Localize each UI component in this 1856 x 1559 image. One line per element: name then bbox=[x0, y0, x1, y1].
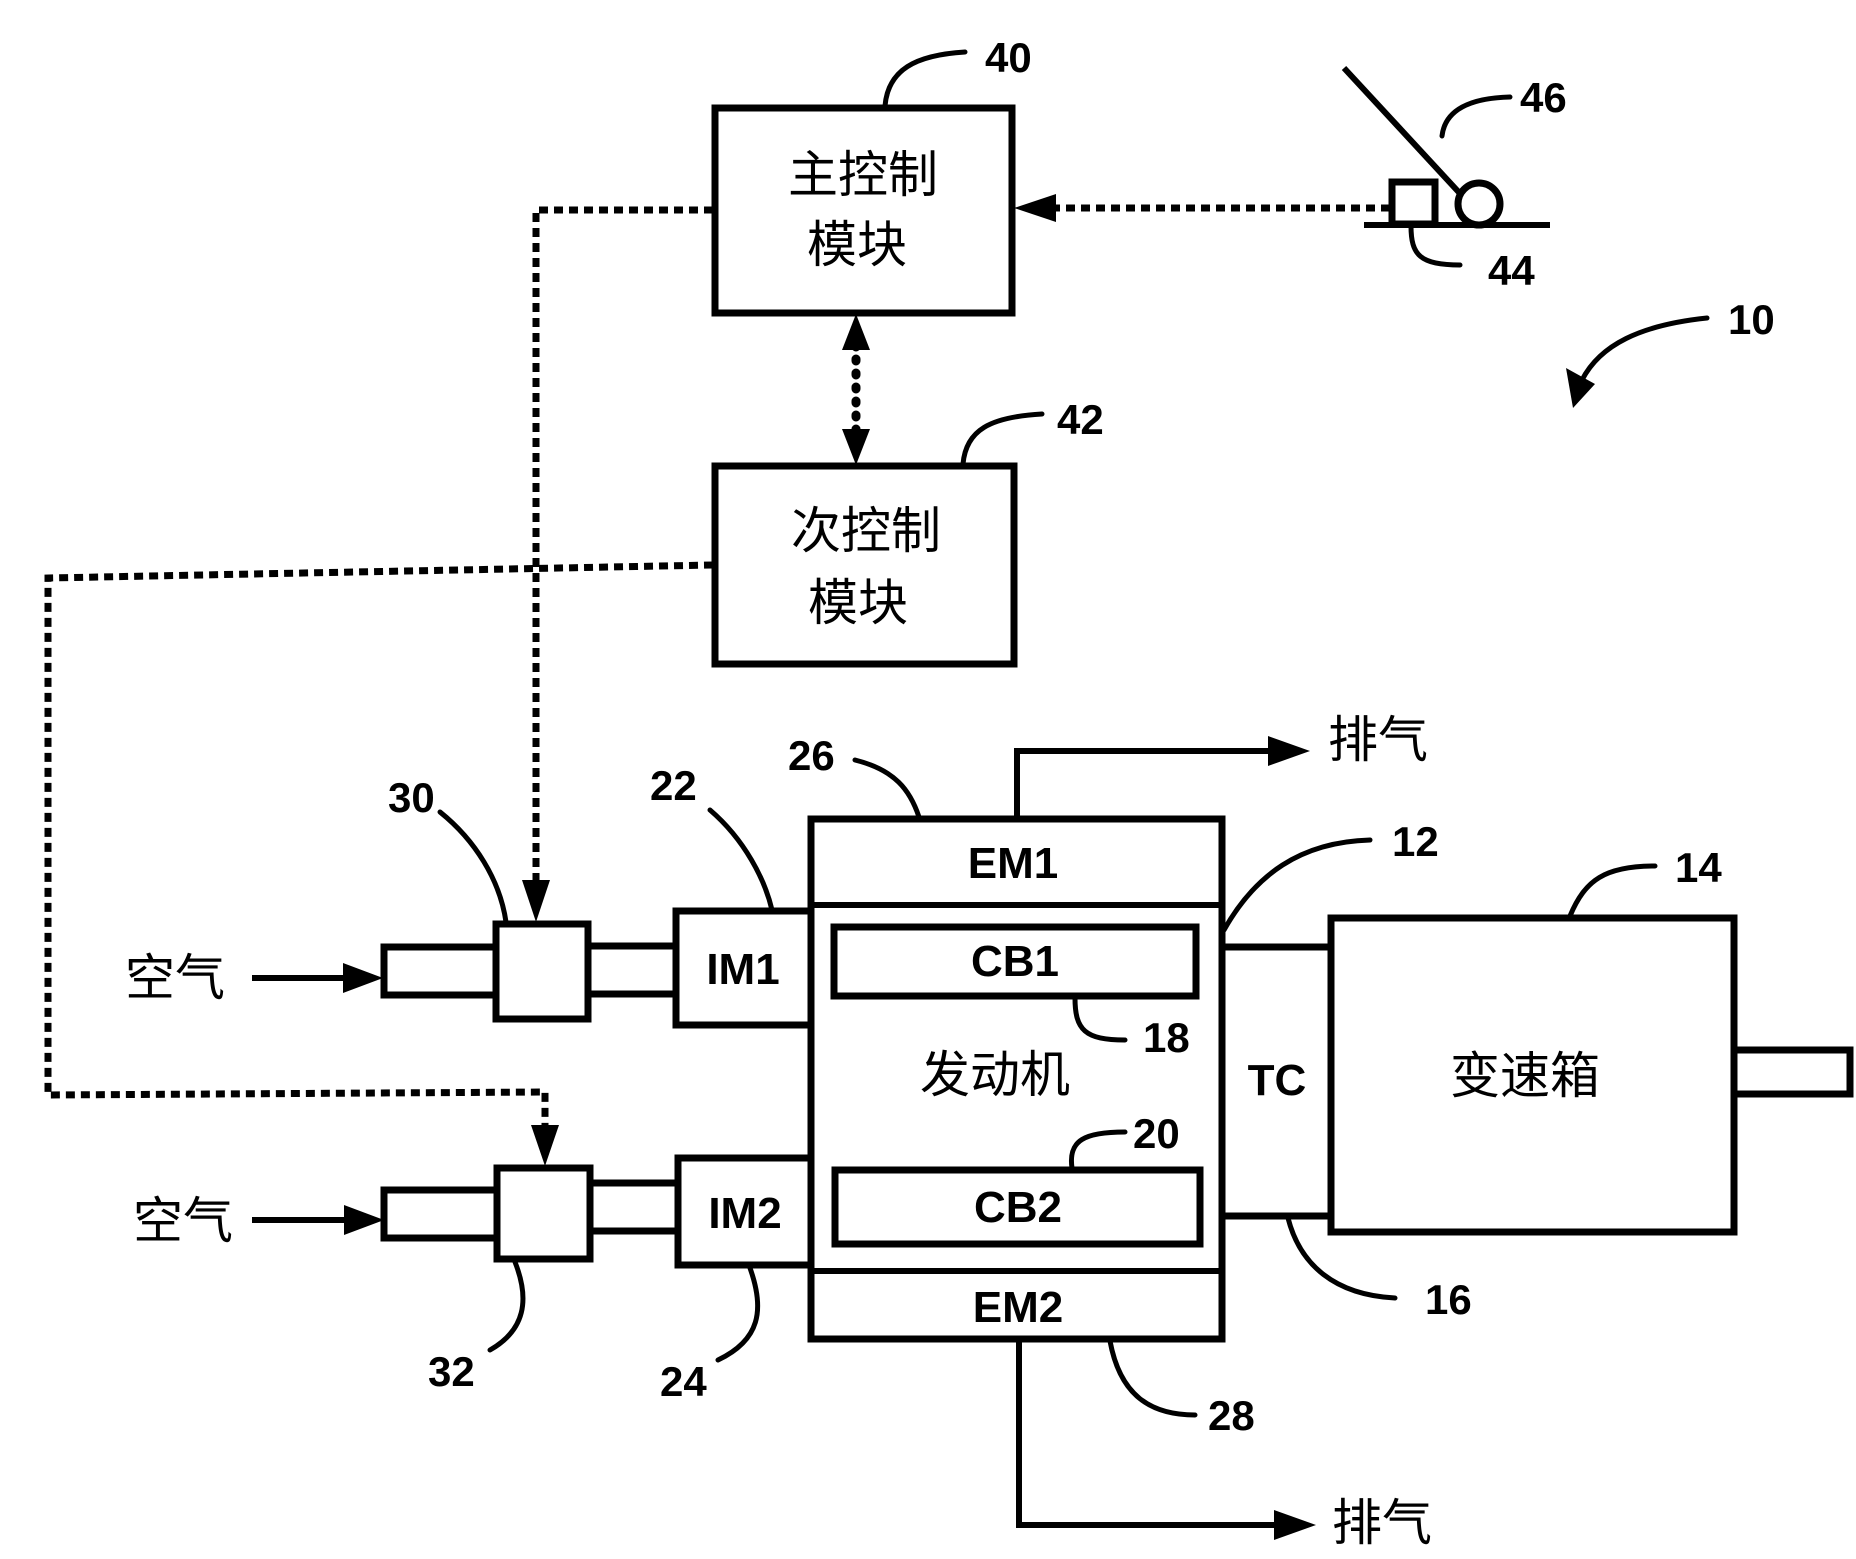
ref-leader-42 bbox=[960, 411, 1045, 467]
ref-label-30: 30 bbox=[388, 774, 435, 821]
ref-leader-18 bbox=[1072, 995, 1128, 1043]
engine: EM1 CB1 发动机 CB2 EM2 bbox=[807, 815, 1226, 1343]
arrowhead-down-icon bbox=[531, 1125, 559, 1166]
sensor-signal-arrow bbox=[1014, 194, 1390, 222]
pedal-pivot bbox=[1454, 179, 1504, 229]
ref-leader-12 bbox=[1221, 837, 1373, 933]
secondary-control-module-label-line2: 模块 bbox=[808, 574, 908, 632]
ref-leader-14 bbox=[1567, 863, 1658, 919]
ref-leader-32 bbox=[487, 1259, 526, 1353]
torque-converter bbox=[1218, 943, 1335, 1220]
ref-leader-30 bbox=[437, 809, 509, 925]
ref-label-32: 32 bbox=[428, 1348, 475, 1395]
exhaust-out-2-arrowhead-icon bbox=[1274, 1510, 1316, 1540]
main-control-module-label-line2: 模块 bbox=[807, 216, 907, 274]
cylinder-bank-1-label: CB1 bbox=[971, 937, 1059, 986]
ref-label-46: 46 bbox=[1520, 74, 1567, 121]
air-inlet-2-label: 空气 bbox=[133, 1192, 233, 1250]
exhaust-out-1: 排气 bbox=[1014, 711, 1428, 819]
ref-10-arrowhead-icon bbox=[1566, 368, 1595, 408]
secondary-control-module-label-line1: 次控制 bbox=[791, 502, 941, 560]
intake-manifold-1-label: IM1 bbox=[706, 945, 779, 994]
throttle-1 bbox=[492, 920, 592, 1023]
secondary-to-throttle-2-signal bbox=[44, 561, 714, 1166]
pedal-sensor-assembly bbox=[1341, 65, 1550, 229]
ref-label-16: 16 bbox=[1425, 1276, 1472, 1323]
exhaust-out-1-arrowhead-icon bbox=[1268, 736, 1310, 766]
ref-label-20: 20 bbox=[1133, 1110, 1180, 1157]
exhaust-manifold-2-label: EM2 bbox=[973, 1283, 1063, 1332]
air-inlet-2-arrowhead-icon bbox=[344, 1205, 384, 1235]
ref-label-18: 18 bbox=[1143, 1014, 1190, 1061]
ref-leader-22 bbox=[707, 807, 775, 913]
air-inlet-1-pipe bbox=[380, 943, 500, 999]
ref-label-26: 26 bbox=[788, 732, 835, 779]
secondary-control-module-box bbox=[711, 462, 1018, 668]
ref-label-14: 14 bbox=[1675, 844, 1722, 891]
ref-label-28: 28 bbox=[1208, 1392, 1255, 1439]
ref-label-24: 24 bbox=[660, 1358, 707, 1405]
throttle-2 bbox=[493, 1164, 594, 1263]
cylinder-bank-1 bbox=[830, 923, 1200, 1000]
throttle-2-runner bbox=[586, 1179, 682, 1235]
arrowhead-left-icon bbox=[1014, 194, 1056, 222]
ref-leader-40 bbox=[882, 49, 968, 109]
main-to-throttle-1-signal bbox=[522, 206, 713, 922]
main-control-module-label-line1: 主控制 bbox=[788, 146, 938, 204]
pedal-lever bbox=[1341, 65, 1469, 203]
secondary-control-module: 次控制 模块 bbox=[711, 462, 1018, 668]
intake-manifold-2-label: IM2 bbox=[708, 1189, 781, 1238]
cylinder-bank-2 bbox=[831, 1166, 1204, 1248]
cylinder-bank-2-label: CB2 bbox=[974, 1183, 1062, 1232]
exhaust-out-2-label: 排气 bbox=[1332, 1494, 1432, 1552]
ref-leader-44 bbox=[1408, 223, 1463, 268]
output-shaft bbox=[1730, 1046, 1854, 1098]
ref-leader-10 bbox=[1579, 315, 1710, 383]
ref-leader-28 bbox=[1107, 1338, 1198, 1418]
ref-label-42: 42 bbox=[1057, 396, 1104, 443]
pedal-position-sensor bbox=[1388, 178, 1439, 228]
air-inlet-1-label: 空气 bbox=[125, 949, 225, 1007]
ref-leader-20 bbox=[1068, 1129, 1128, 1171]
throttle-1-runner bbox=[584, 942, 680, 998]
arrowhead-down-icon bbox=[522, 880, 550, 922]
ref-leader-24 bbox=[715, 1265, 761, 1363]
ref-leader-46 bbox=[1439, 94, 1513, 139]
main-control-module: 主控制 模块 bbox=[711, 104, 1016, 317]
arrowhead-up-icon bbox=[842, 314, 870, 350]
ref-leader-16 bbox=[1285, 1215, 1398, 1301]
torque-converter-label: TC bbox=[1248, 1056, 1307, 1105]
ref-label-22: 22 bbox=[650, 762, 697, 809]
transmission-label: 变速箱 bbox=[1450, 1047, 1600, 1105]
exhaust-out-2: 排气 bbox=[1016, 1339, 1432, 1552]
main-control-module-box bbox=[711, 104, 1016, 317]
air-inlet-1-arrowhead-icon bbox=[343, 963, 383, 993]
arrowhead-down-icon bbox=[842, 429, 870, 465]
module-link-bidirectional-arrow bbox=[842, 314, 870, 465]
ref-label-12: 12 bbox=[1392, 818, 1439, 865]
air-inlet-2-pipe bbox=[380, 1186, 501, 1242]
engine-label: 发动机 bbox=[920, 1046, 1070, 1104]
ref-leader-26 bbox=[852, 757, 922, 820]
ref-label-40: 40 bbox=[985, 34, 1032, 81]
exhaust-manifold-1-label: EM1 bbox=[968, 839, 1058, 888]
ref-label-44: 44 bbox=[1488, 247, 1535, 294]
exhaust-out-1-label: 排气 bbox=[1328, 711, 1428, 769]
ref-label-10: 10 bbox=[1728, 296, 1775, 343]
